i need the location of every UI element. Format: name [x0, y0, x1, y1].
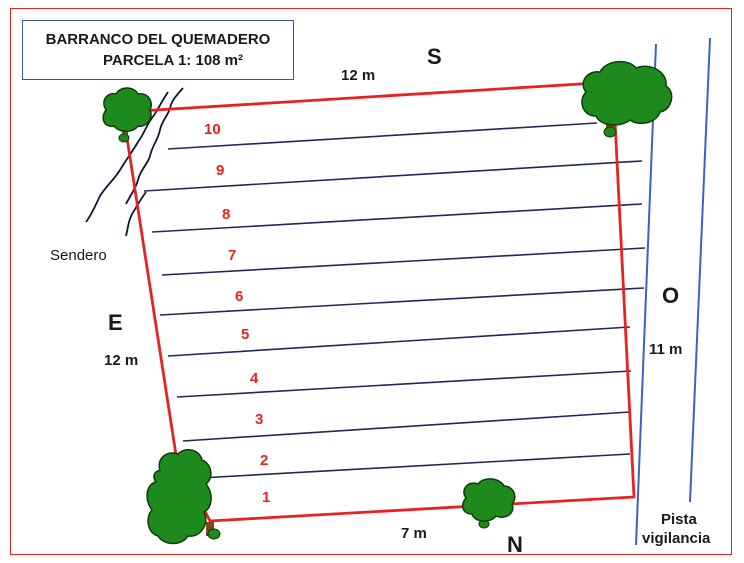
measure-bottom: 7 m — [401, 525, 427, 542]
measure-top: 12 m — [341, 67, 376, 84]
row-line-9 — [143, 160, 643, 192]
track-line-inner — [635, 43, 657, 546]
row-number: 7 — [228, 247, 237, 264]
plot-boundary — [121, 80, 636, 523]
row-line-8 — [151, 203, 643, 233]
row-line-4 — [176, 370, 632, 398]
row-number: 6 — [235, 288, 244, 305]
trail-label: Sendero — [50, 247, 107, 264]
tree-icon — [146, 449, 221, 545]
row-number: 4 — [250, 370, 259, 387]
row-line-5 — [167, 326, 631, 357]
plot-subtitle: PARCELA 1: 108 m² — [102, 52, 244, 69]
plot-title: BARRANCO DEL QUEMADERO — [45, 31, 271, 48]
row-number: 8 — [222, 206, 231, 223]
title-box: BARRANCO DEL QUEMADERO PARCELA 1: 108 m² — [22, 20, 294, 80]
row-lines — [143, 122, 646, 479]
row-line-10 — [167, 122, 598, 150]
track-line-outer — [689, 37, 711, 503]
track-label-line1: Pista — [661, 511, 697, 528]
row-number: 2 — [260, 452, 269, 469]
compass-south-label: S — [427, 44, 442, 69]
row-number: 5 — [241, 326, 250, 343]
row-number: 10 — [204, 121, 221, 138]
row-line-7 — [161, 247, 646, 276]
measure-right: 11 m — [649, 341, 683, 358]
compass-east-label: E — [108, 310, 123, 335]
tree-icon — [102, 87, 152, 143]
measure-left: 12 m — [104, 352, 139, 369]
row-line-6 — [159, 287, 645, 316]
compass-north-label: N — [507, 532, 523, 557]
compass-west-label: O — [662, 283, 680, 308]
row-number: 1 — [262, 489, 271, 506]
row-number: 3 — [255, 411, 264, 428]
row-line-2 — [199, 453, 631, 479]
track-lines — [635, 37, 711, 546]
tree-icon — [461, 478, 516, 529]
diagram-frame — [10, 8, 732, 555]
row-line-3 — [182, 411, 631, 442]
row-number: 9 — [216, 162, 225, 179]
tree-icon — [581, 60, 673, 138]
track-label-line2: vigilancia — [642, 530, 711, 547]
